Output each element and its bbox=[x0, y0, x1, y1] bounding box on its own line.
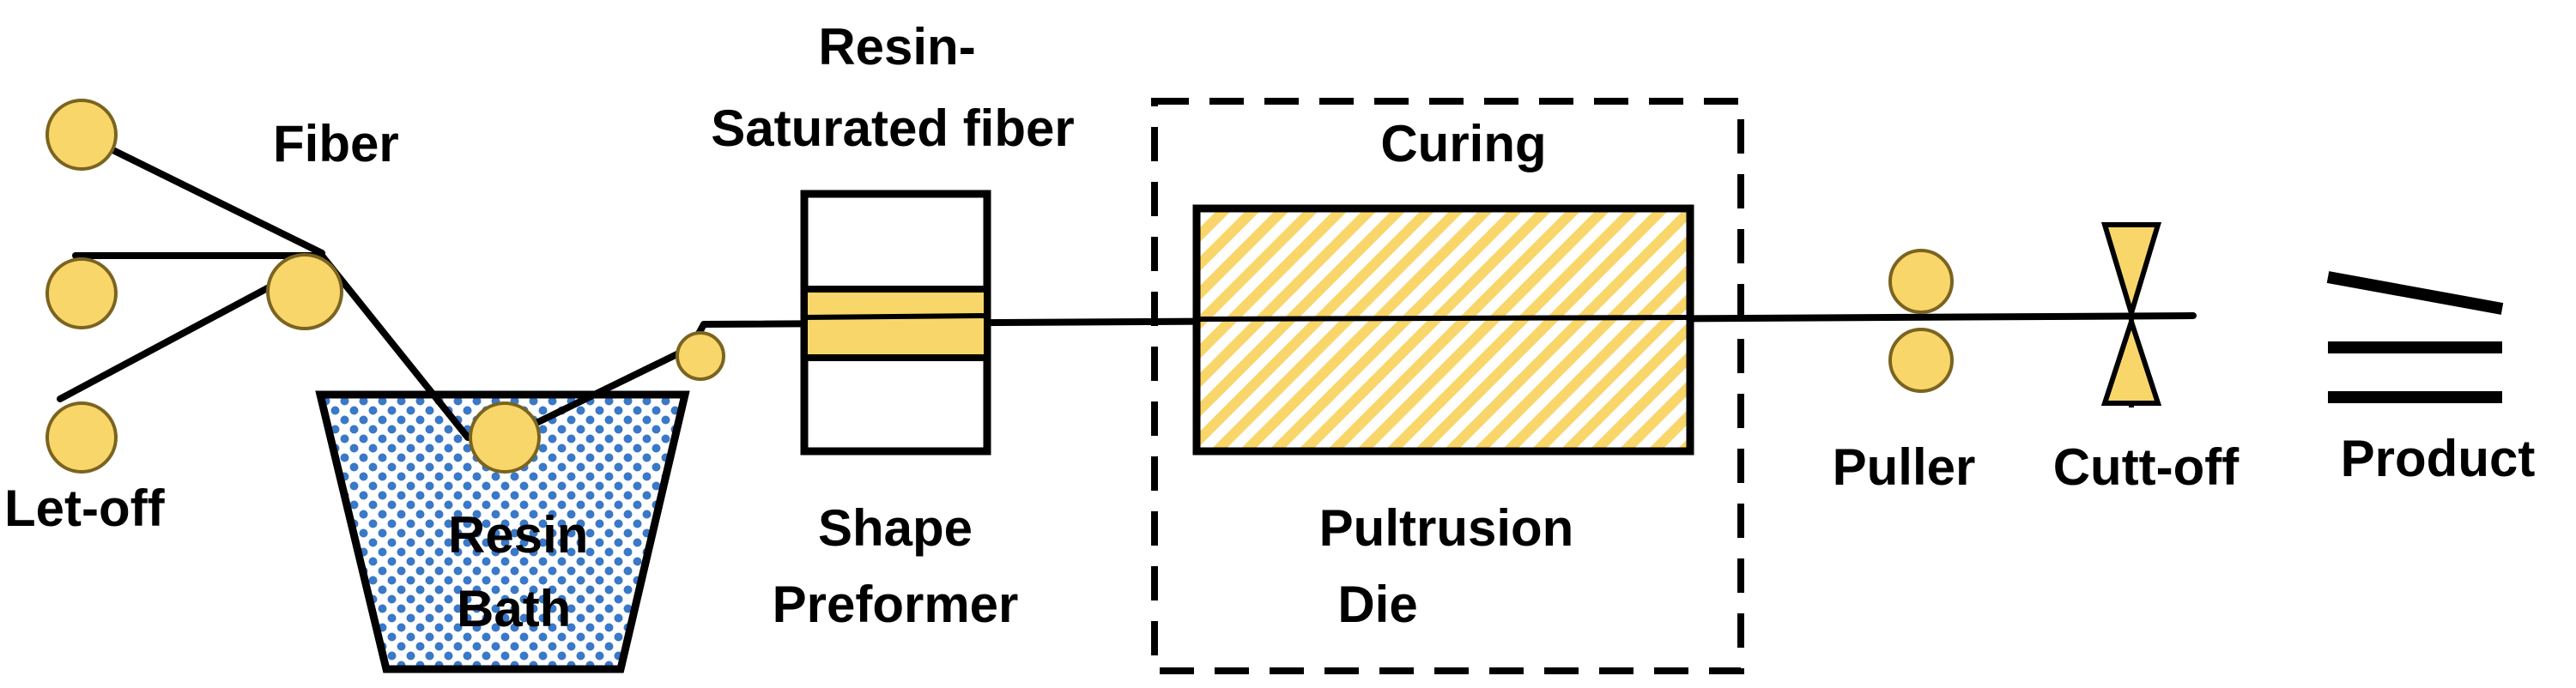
label-let-off: Let-off bbox=[4, 480, 166, 537]
exit-guide-roller bbox=[676, 331, 725, 381]
label-product: Product bbox=[2341, 430, 2536, 487]
label-cut-off: Cutt-off bbox=[2053, 438, 2240, 496]
label-shape-preformer-line1: Shape bbox=[818, 499, 973, 557]
pultrusion-die bbox=[1192, 204, 1694, 456]
product-bars bbox=[2326, 271, 2504, 403]
label-shape-preformer-line2: Preformer bbox=[773, 576, 1019, 633]
curing-zone bbox=[1151, 98, 1744, 674]
cut-off-blade-top bbox=[2100, 222, 2162, 323]
label-resin-bath-line1: Resin bbox=[448, 506, 588, 564]
label-resin-saturated-line1: Resin- bbox=[818, 18, 975, 75]
puller-roller-top bbox=[1888, 249, 1954, 314]
let-off-roller-bottom bbox=[45, 401, 118, 474]
resin-bath bbox=[315, 390, 690, 673]
preformer-resin-band bbox=[808, 289, 984, 358]
bath-roller bbox=[469, 401, 541, 474]
guide-roller bbox=[266, 253, 343, 330]
let-off-roller-top bbox=[45, 99, 118, 171]
label-resin-saturated-line2: Saturated fiber bbox=[711, 100, 1074, 157]
label-puller: Puller bbox=[1833, 438, 1976, 496]
label-pultrusion-die-line1: Pultrusion bbox=[1319, 499, 1574, 557]
let-off-roller-middle bbox=[45, 257, 118, 329]
cut-off-blade-bottom bbox=[2100, 313, 2162, 406]
fiber-line-top bbox=[78, 131, 325, 256]
rollers bbox=[45, 99, 1954, 474]
label-curing: Curing bbox=[1380, 115, 1546, 172]
product-bar-tilted bbox=[2326, 271, 2504, 315]
label-resin-bath-line2: Bath bbox=[457, 580, 571, 637]
shape-preformer bbox=[800, 190, 991, 456]
puller-roller-bottom bbox=[1888, 328, 1954, 393]
label-pultrusion-die-line2: Die bbox=[1337, 576, 1417, 633]
label-fiber: Fiber bbox=[273, 115, 399, 172]
cut-off-blades bbox=[2100, 222, 2162, 406]
